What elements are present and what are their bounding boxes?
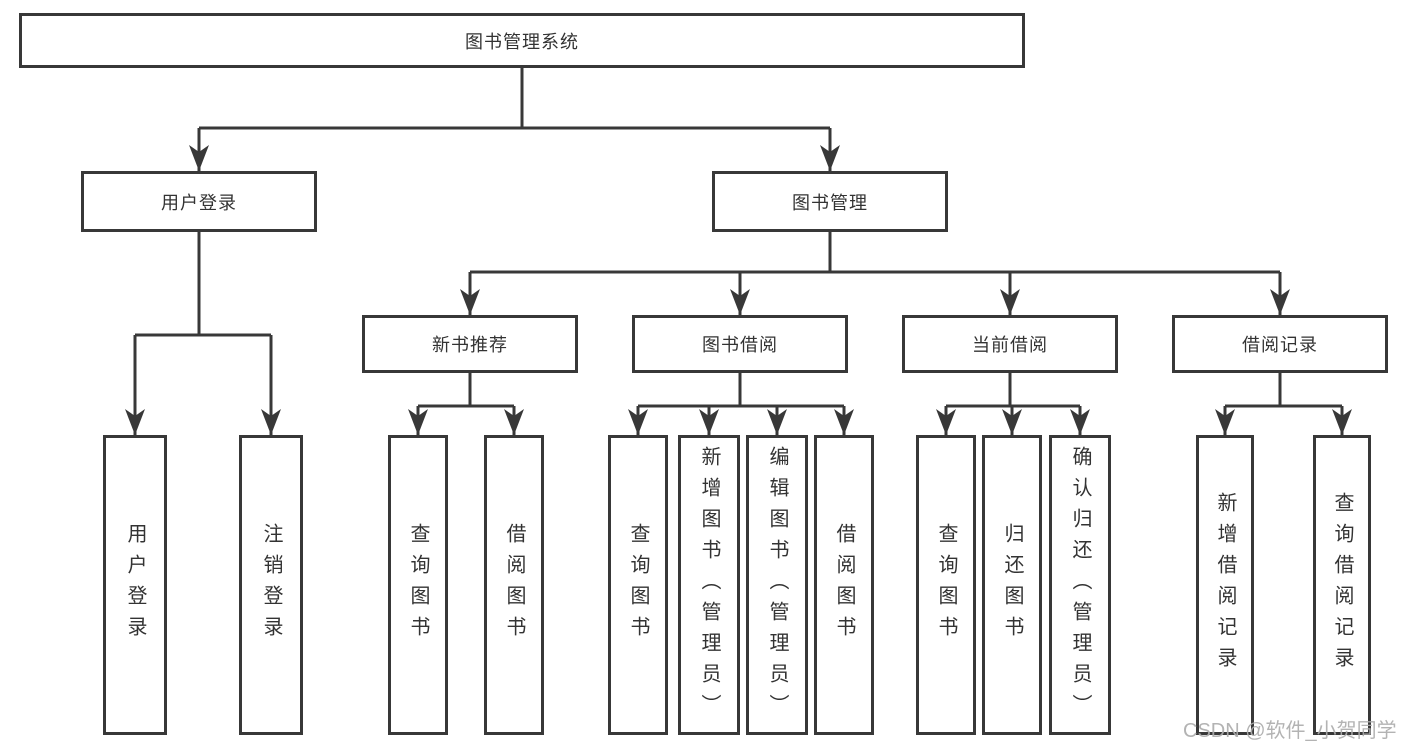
leaf-add-borrowing-record: 新增借阅记录: [1196, 435, 1254, 735]
node-label: 注销登录: [260, 523, 282, 647]
leaf-user-login: 用户登录: [103, 435, 167, 735]
node-label: 当前借阅: [972, 335, 1048, 355]
node-label: 用户登录: [124, 523, 146, 647]
node-label: 图书管理系统: [465, 31, 579, 52]
node-borrowing-records: 借阅记录: [1172, 315, 1388, 373]
node-label: 查询借阅记录: [1331, 492, 1353, 678]
leaf-logout: 注销登录: [239, 435, 303, 735]
node-label: 用户登录: [161, 192, 237, 213]
node-label: 归还图书: [1001, 523, 1023, 647]
leaf-add-books-admin: 新增图书（管理员）: [678, 435, 740, 735]
leaf-confirm-return-admin: 确认归还（管理员）: [1049, 435, 1111, 735]
leaf-query-books-current: 查询图书: [916, 435, 976, 735]
leaf-return-books: 归还图书: [982, 435, 1042, 735]
node-label: 查询图书: [935, 523, 957, 647]
node-label: 图书管理: [792, 192, 868, 213]
node-label: 新增借阅记录: [1214, 492, 1236, 678]
node-label: 新书推荐: [432, 335, 508, 355]
node-book-management-branch: 图书管理: [712, 171, 948, 232]
node-label: 新增图书（管理员）: [698, 445, 720, 725]
node-label: 借阅图书: [833, 523, 855, 647]
node-label: 图书借阅: [702, 335, 778, 355]
node-current-borrowing: 当前借阅: [902, 315, 1118, 373]
node-label: 借阅图书: [503, 523, 525, 647]
leaf-query-borrowing-record: 查询借阅记录: [1313, 435, 1371, 735]
leaf-query-books-recommendation: 查询图书: [388, 435, 448, 735]
node-label: 查询图书: [407, 523, 429, 647]
leaf-query-books-borrowing: 查询图书: [608, 435, 668, 735]
node-book-borrowing: 图书借阅: [632, 315, 848, 373]
leaf-borrow-books-recommendation: 借阅图书: [484, 435, 544, 735]
node-label: 借阅记录: [1242, 335, 1318, 355]
node-new-book-recommendation: 新书推荐: [362, 315, 578, 373]
leaf-borrow-books: 借阅图书: [814, 435, 874, 735]
leaf-edit-books-admin: 编辑图书（管理员）: [746, 435, 808, 735]
csdn-watermark: CSDN @软件_小贺同学: [1183, 720, 1397, 742]
node-library-management-system: 图书管理系统: [19, 13, 1025, 68]
node-label: 查询图书: [627, 523, 649, 647]
node-label: 编辑图书（管理员）: [766, 445, 788, 725]
node-user-login-branch: 用户登录: [81, 171, 317, 232]
node-label: 确认归还（管理员）: [1069, 445, 1091, 725]
